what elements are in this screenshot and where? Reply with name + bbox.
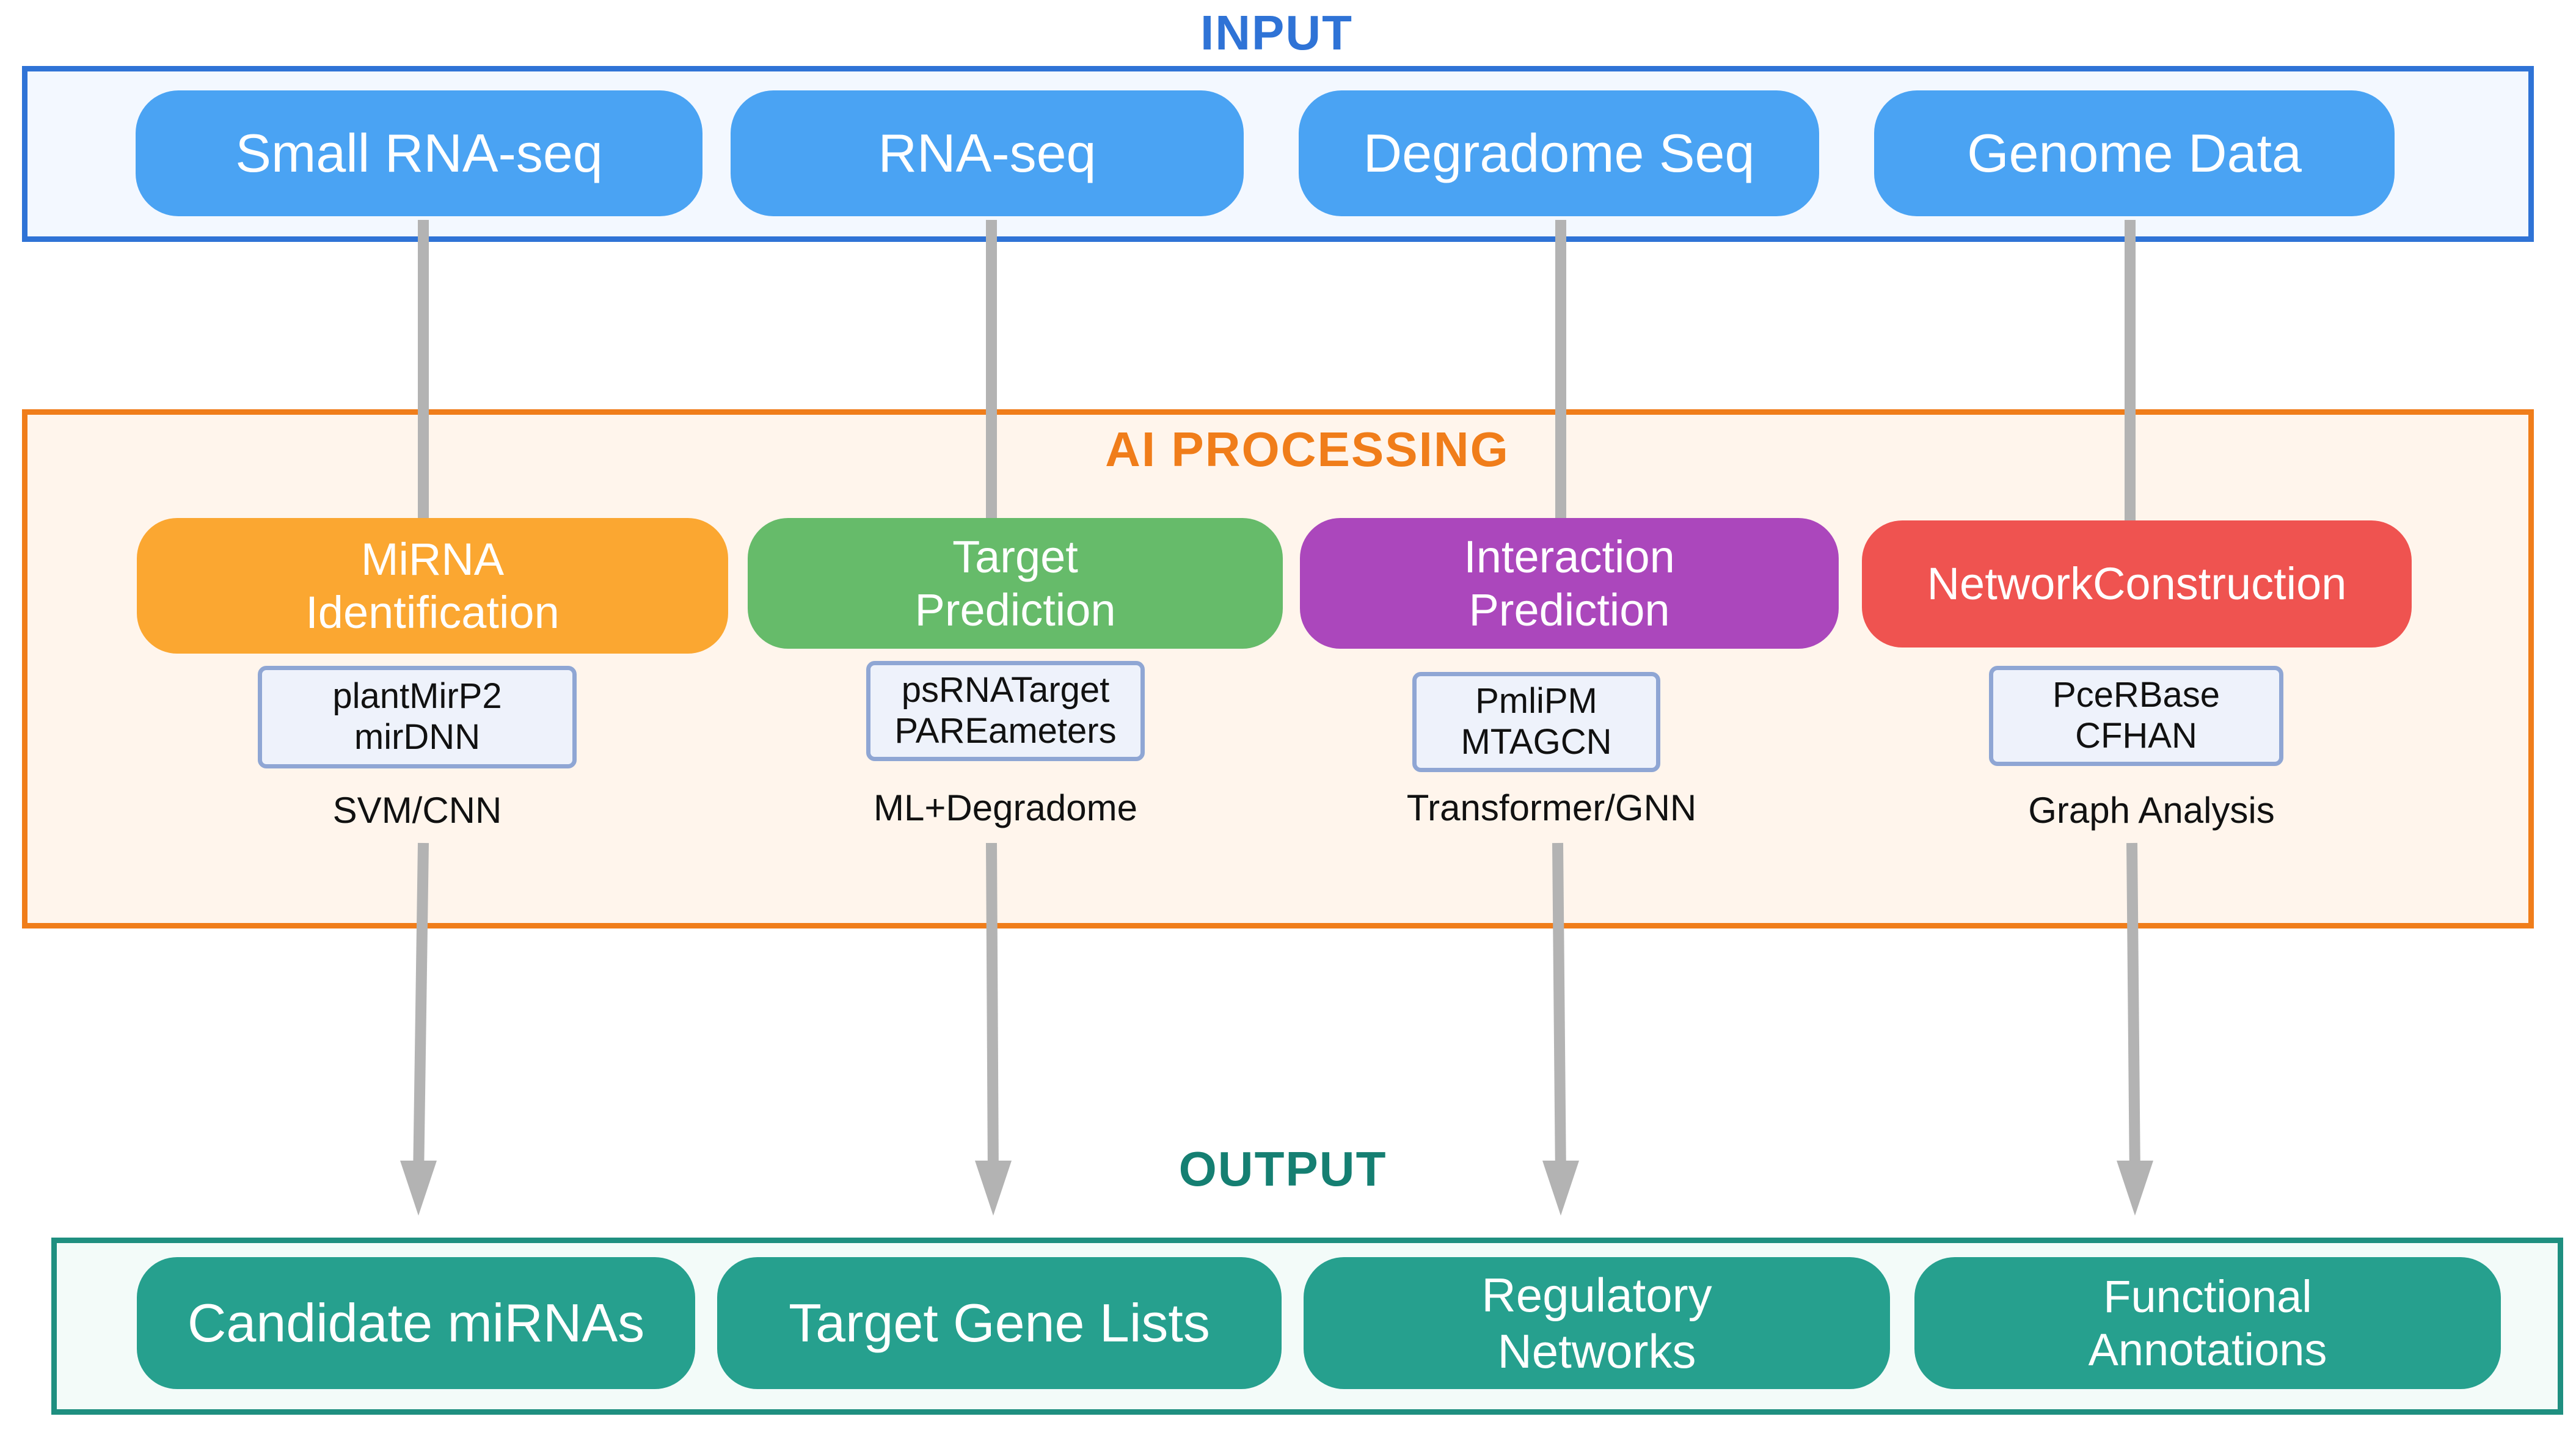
step-target-prediction: Target Prediction	[748, 518, 1283, 649]
arrow-line-1-bottom	[413, 842, 429, 1180]
tools-box-target: psRNATarget PAREameters	[866, 661, 1145, 761]
arrow-line-2-bottom	[986, 842, 999, 1180]
tools-text: PceRBase CFHAN	[2052, 675, 2220, 756]
tools-text: PmliPM MTAGCN	[1461, 681, 1612, 762]
method-label-mirna: SVM/CNN	[332, 790, 502, 831]
step-label: Interaction Prediction	[1464, 531, 1675, 635]
input-label: Degradome Seq	[1363, 123, 1755, 184]
arrowhead-2	[975, 1161, 1012, 1216]
output-box-regulatory-networks: Regulatory Networks	[1304, 1257, 1890, 1389]
output-box-functional-annotations: Functional Annotations	[1914, 1257, 2501, 1389]
input-box-small-rna-seq: Small RNA-seq	[136, 90, 702, 216]
input-label: Genome Data	[1967, 123, 2302, 184]
step-mirna-identification: MiRNA Identification	[137, 518, 728, 654]
output-label: Functional Annotations	[2088, 1271, 2327, 1375]
tools-text: plantMirP2 mirDNN	[332, 676, 502, 757]
step-label: NetworkConstruction	[1927, 558, 2347, 610]
step-label: MiRNA Identification	[305, 533, 560, 638]
tools-text: psRNATarget PAREameters	[894, 670, 1117, 751]
output-label: Target Gene Lists	[789, 1293, 1210, 1354]
output-box-candidate-mirnas: Candidate miRNAs	[137, 1257, 695, 1389]
arrowhead-3	[1542, 1161, 1579, 1216]
output-title: OUTPUT	[1178, 1142, 1387, 1196]
input-label: Small RNA-seq	[235, 123, 603, 184]
processing-title: AI PROCESSING	[1105, 422, 1509, 476]
step-label: Target Prediction	[914, 531, 1116, 635]
method-label-network: Graph Analysis	[2028, 790, 2275, 831]
arrowhead-4	[2117, 1161, 2153, 1216]
arrow-line-3-bottom	[1552, 842, 1566, 1180]
step-interaction-prediction: Interaction Prediction	[1300, 518, 1839, 649]
input-box-rna-seq: RNA-seq	[731, 90, 1244, 216]
output-label: Candidate miRNAs	[187, 1293, 645, 1354]
input-title: INPUT	[1200, 5, 1353, 60]
method-label-interaction: Transformer/GNN	[1406, 787, 1697, 828]
input-label: RNA-seq	[878, 123, 1096, 184]
input-box-degradome-seq: Degradome Seq	[1299, 90, 1819, 216]
input-box-genome-data: Genome Data	[1874, 90, 2395, 216]
step-network-construction: NetworkConstruction	[1862, 520, 2412, 648]
method-label-target: ML+Degradome	[874, 787, 1137, 828]
tools-box-network: PceRBase CFHAN	[1989, 666, 2283, 766]
output-label: Regulatory Networks	[1481, 1268, 1712, 1378]
tools-box-interaction: PmliPM MTAGCN	[1412, 672, 1660, 772]
output-box-target-gene-lists: Target Gene Lists	[717, 1257, 1282, 1389]
arrow-line-4-bottom	[2126, 842, 2140, 1180]
tools-box-mirna: plantMirP2 mirDNN	[258, 666, 577, 768]
arrowhead-1	[400, 1161, 437, 1216]
